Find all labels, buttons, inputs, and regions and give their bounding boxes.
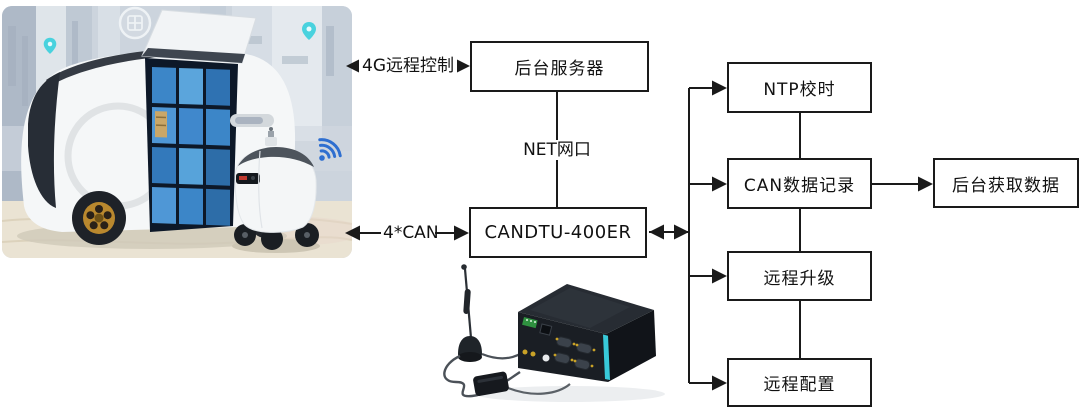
edge-label-net-port: NET网口 bbox=[519, 140, 595, 160]
vehicle-scene-illustration bbox=[2, 6, 352, 258]
node-ntp-timing: NTP校时 bbox=[727, 62, 872, 113]
arrowhead-right bbox=[712, 80, 727, 96]
arrowhead-right bbox=[712, 176, 727, 192]
arrowhead-right bbox=[712, 268, 727, 284]
node-can-data-record: CAN数据记录 bbox=[727, 158, 872, 209]
device-photo bbox=[430, 262, 680, 410]
edge-label-4g-remote-control: 4G远程控制 bbox=[359, 56, 457, 76]
node-backend-server: 后台服务器 bbox=[470, 41, 649, 92]
locker-grid bbox=[152, 67, 230, 226]
candtu-device bbox=[518, 284, 656, 382]
vehicle-photo bbox=[2, 6, 352, 258]
edge-label-4xcan: 4*CAN bbox=[381, 223, 439, 243]
usb-adapter bbox=[473, 371, 509, 396]
delivery-robot bbox=[232, 127, 320, 253]
arrowhead-right bbox=[712, 375, 727, 391]
node-remote-config: 远程配置 bbox=[727, 358, 872, 407]
package bbox=[155, 111, 167, 138]
node-backend-fetch-data: 后台获取数据 bbox=[933, 158, 1079, 208]
locker-badge-icon bbox=[118, 6, 152, 40]
arrowhead-right bbox=[454, 225, 469, 241]
device-illustration bbox=[443, 264, 665, 402]
node-candtu-400er: CANDTU-400ER bbox=[469, 207, 647, 258]
arrowhead-right bbox=[918, 176, 933, 192]
delivery-van bbox=[17, 9, 296, 249]
arrowhead-right bbox=[455, 58, 470, 74]
van-wheel bbox=[72, 191, 126, 245]
node-remote-upgrade: 远程升级 bbox=[727, 251, 872, 301]
arrowhead-left bbox=[649, 224, 664, 240]
location-pin-icon bbox=[43, 37, 57, 54]
location-pin-icon bbox=[302, 22, 316, 40]
device-front-panel bbox=[522, 317, 596, 371]
arrowhead-right bbox=[674, 224, 689, 240]
antenna bbox=[458, 264, 482, 362]
accent-strip bbox=[603, 334, 610, 380]
robot-sensor-strip bbox=[236, 173, 260, 184]
wifi-icon bbox=[318, 138, 342, 161]
